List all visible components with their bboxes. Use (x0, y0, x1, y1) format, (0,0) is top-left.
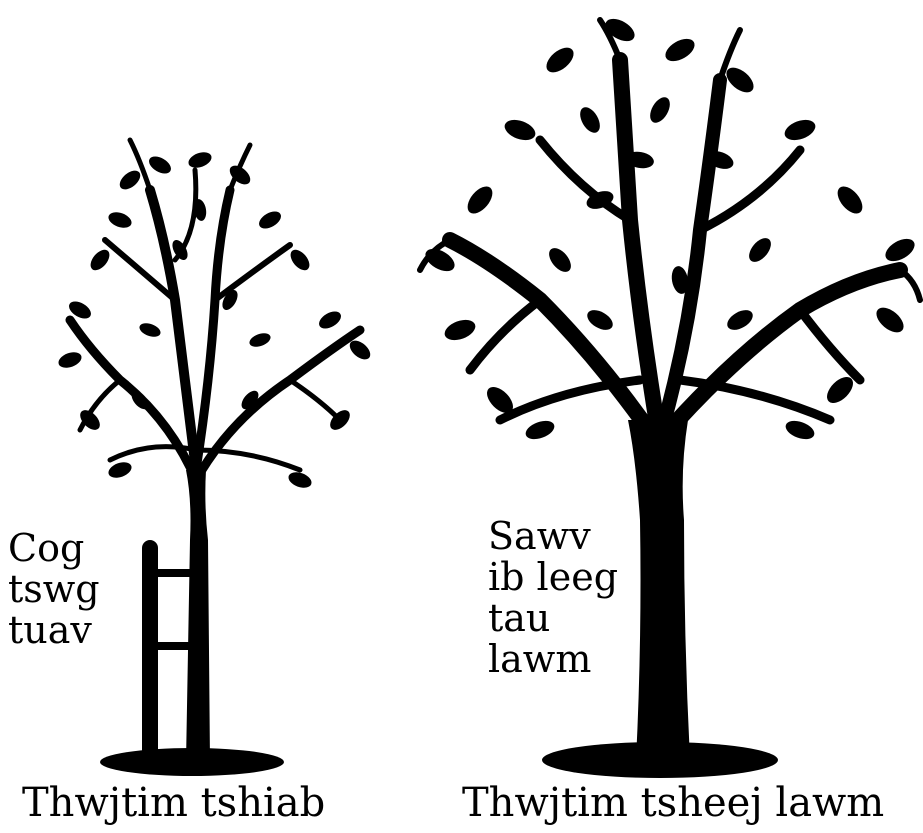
mature-note-line: lawm (488, 639, 618, 680)
young-tree-trunk (186, 470, 210, 762)
stake-note-line: tuav (8, 610, 100, 651)
mature-tree-trunk (628, 420, 690, 760)
young-tree-caption: Thwjtim tshiab (22, 782, 325, 825)
stake-note-line: Cog (8, 528, 100, 569)
mature-note-line: ib leeg (488, 557, 618, 598)
mature-tree-caption: Thwjtim tsheej lawm (462, 782, 884, 825)
young-tree-figure (56, 140, 373, 776)
young-tree-branches (70, 140, 360, 480)
mature-tree-note: Sawv ib leeg tau lawm (488, 516, 618, 680)
mature-tree-branches (420, 20, 920, 440)
mature-note-line: tau (488, 598, 618, 639)
stake-note: Cog tswg tuav (8, 528, 100, 651)
stake-note-line: tswg (8, 569, 100, 610)
mature-note-line: Sawv (488, 516, 618, 557)
